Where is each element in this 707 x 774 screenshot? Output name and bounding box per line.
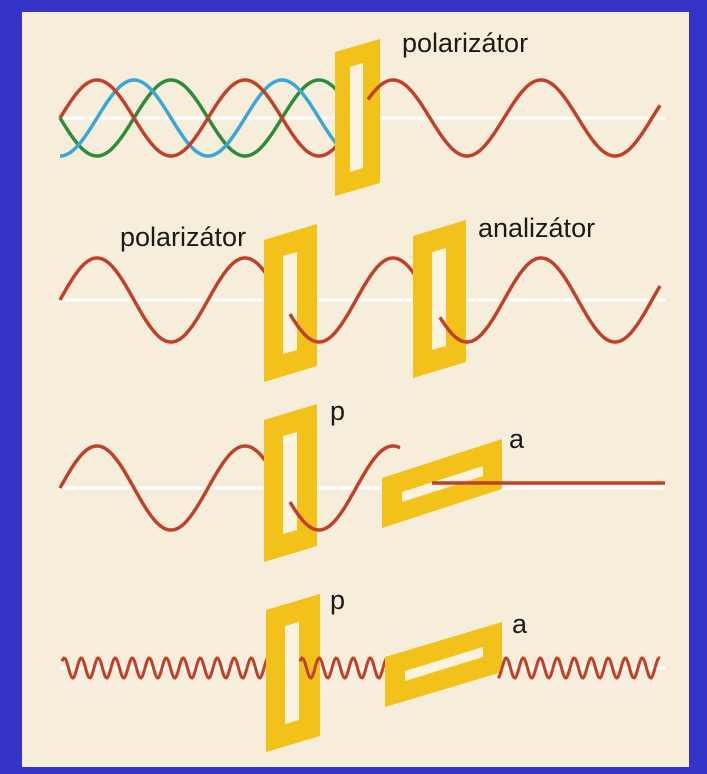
analyzer-filter-crossed [385, 622, 502, 707]
polarizer-label: polarizátor [120, 222, 246, 252]
row-1: polarizátor [60, 28, 665, 196]
polarizer-filter [335, 39, 380, 196]
polarizer-filter [264, 404, 317, 562]
polarizer-label: polarizátor [402, 28, 528, 58]
row-2: polarizátor analizátor [60, 213, 665, 382]
analyzer-label: analizátor [478, 213, 595, 243]
polarizer-label: p [330, 585, 345, 615]
polarizer-filter [264, 224, 317, 382]
row-4: p a [60, 585, 665, 752]
analyzer-label: a [509, 424, 525, 454]
analyzer-label: a [512, 609, 528, 639]
polarizer-label: p [330, 396, 345, 426]
row-3: p a [60, 396, 665, 562]
analyzer-filter [413, 220, 466, 378]
polarizer-filter [266, 594, 320, 752]
